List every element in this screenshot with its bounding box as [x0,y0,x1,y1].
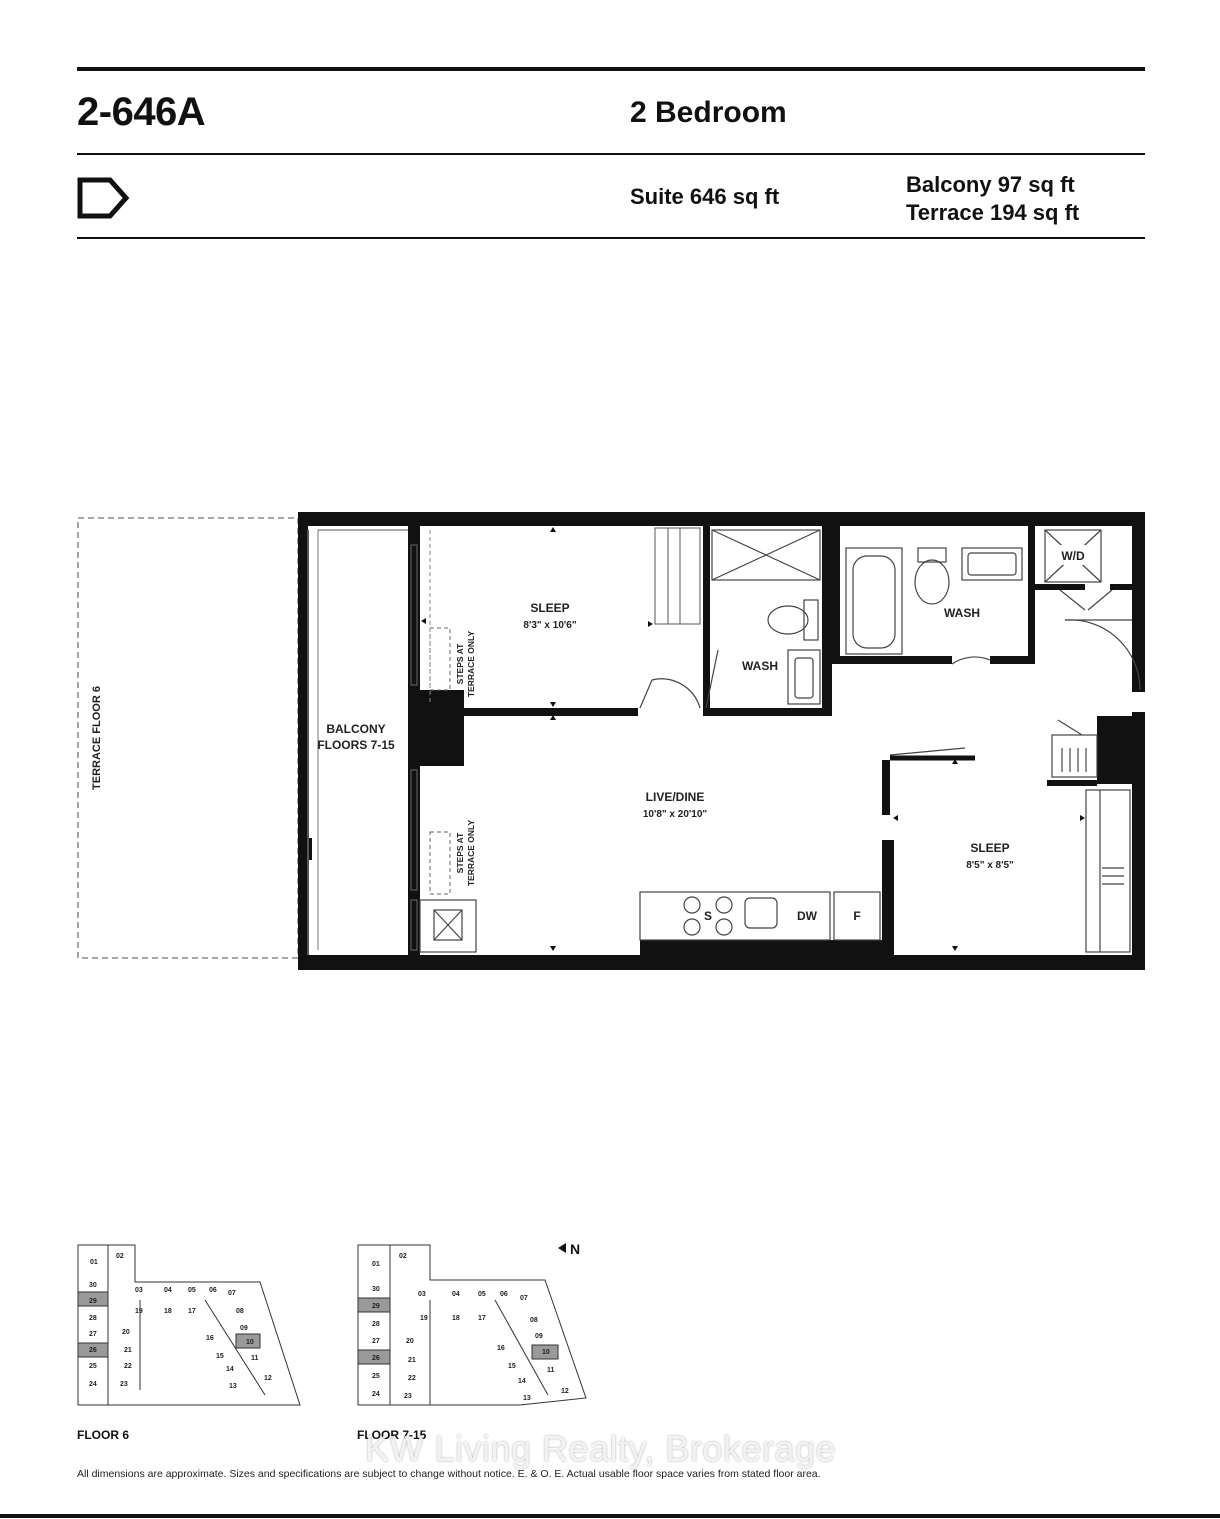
kp6-12: 12 [264,1375,272,1382]
kp7-02: 02 [399,1253,407,1260]
sleep1-name: SLEEP [530,601,569,615]
kp7-06: 06 [500,1291,508,1298]
kp7-07: 07 [520,1295,528,1302]
kp7-21: 21 [408,1357,416,1364]
kp6-28: 28 [89,1315,97,1322]
unit-type: 2 Bedroom [630,96,787,129]
kp7-16: 16 [497,1345,505,1352]
kp6-06: 06 [209,1287,217,1294]
sleep1-dims: 8'3" x 10'6" [523,620,576,631]
kp7-05: 05 [478,1291,486,1298]
kp6-11: 11 [251,1355,259,1362]
live-dine-dims: 10'8" x 20'10" [643,809,708,820]
kp7-15: 15 [508,1363,516,1370]
kp7-17: 17 [478,1315,486,1322]
floor6-label: FLOOR 6 [77,1428,130,1442]
kp6-25: 25 [89,1363,97,1370]
kp6-16: 16 [206,1335,214,1342]
kp6-22: 22 [124,1363,132,1370]
kp6-13: 13 [229,1383,237,1390]
dishwasher-label: DW [797,909,818,923]
kp6-10: 10 [246,1339,254,1346]
kp6-01: 01 [90,1259,98,1266]
kp7-20: 20 [406,1338,414,1345]
kp7-01: 01 [372,1261,380,1268]
kp7-12: 12 [561,1388,569,1395]
terrace-label: TERRACE FLOOR 6 [91,686,103,790]
north-arrow-icon [558,1243,566,1253]
kp6-19: 19 [135,1308,143,1315]
steps-label-1a: STEPS AT [455,643,465,684]
unit-id: 2-646A [77,90,206,134]
kp6-23: 23 [120,1381,128,1388]
kp7-03: 03 [418,1291,426,1298]
terrace-area: Terrace 194 sq ft [906,200,1080,225]
kp6-08: 08 [236,1308,244,1315]
header-divider [77,153,1145,155]
floor7-label: FLOOR 7-15 [357,1428,427,1442]
kp7-24: 24 [372,1391,380,1398]
balcony-label-1: BALCONY [326,722,385,736]
sleep2-name: SLEEP [970,841,1009,855]
kp6-26: 26 [89,1347,97,1354]
kp6-07: 07 [228,1290,236,1297]
kp7-10: 10 [542,1349,550,1356]
steps-label-2b: TERRACE ONLY [466,820,476,887]
live-dine-name: LIVE/DINE [646,790,705,804]
kp7-08: 08 [530,1317,538,1324]
kp6-30: 30 [89,1282,97,1289]
balcony-area: Balcony 97 sq ft [906,172,1075,197]
kp6-27: 27 [89,1331,97,1338]
kp6-03: 03 [135,1287,143,1294]
kp7-23: 23 [404,1393,412,1400]
kp7-28: 28 [372,1321,380,1328]
north-label: N [570,1241,581,1257]
fridge-label: F [853,909,860,923]
kp6-21: 21 [124,1347,132,1354]
kp6-05: 05 [188,1287,196,1294]
kp7-27: 27 [372,1338,380,1345]
kp7-14: 14 [518,1378,526,1385]
kp7-22: 22 [408,1375,416,1382]
floor-plan: TERRACE FLOOR 6 BALC [77,512,1145,970]
kp6-24: 24 [89,1381,97,1388]
kp6-04: 04 [164,1287,172,1294]
stove-label: S [704,909,712,923]
kp6-09: 09 [240,1325,248,1332]
kp7-25: 25 [372,1373,380,1380]
kp6-17: 17 [188,1308,196,1315]
kp7-11: 11 [547,1367,555,1374]
kp7-29: 29 [372,1303,380,1310]
balcony-label-2: FLOORS 7-15 [317,738,395,752]
kp7-30: 30 [372,1286,380,1293]
kp6-15: 15 [216,1353,224,1360]
kp7-09: 09 [535,1333,543,1340]
kp6-14: 14 [226,1366,234,1373]
top-rule [77,67,1145,71]
kp6-18: 18 [164,1308,172,1315]
wash1-label: WASH [742,659,778,673]
kp7-13: 13 [523,1395,531,1402]
disclaimer: All dimensions are approximate. Sizes an… [77,1468,821,1480]
kp7-19: 19 [420,1315,428,1322]
kp6-20: 20 [122,1329,130,1336]
sleep2-dims: 8'5" x 8'5" [966,860,1014,871]
kp6-02: 02 [116,1253,124,1260]
kp7-04: 04 [452,1291,460,1298]
steps-label-2a: STEPS AT [455,832,465,873]
wash2-label: WASH [944,606,980,620]
kp7-26: 26 [372,1355,380,1362]
terrace-outline [77,517,299,959]
kp7-18: 18 [452,1315,460,1322]
steps-label-1b: TERRACE ONLY [466,631,476,698]
suite-area: Suite 646 sq ft [630,184,780,209]
info-divider [77,237,1145,239]
wd-label: W/D [1061,549,1085,563]
kp6-29: 29 [89,1298,97,1305]
bottom-rule [0,1514,1220,1518]
watermark: KW Living Realty, Brokerage [365,1428,837,1469]
